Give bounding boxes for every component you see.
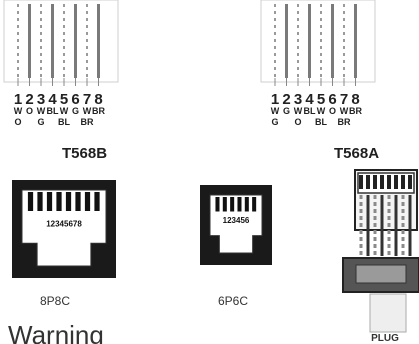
jack-contact (230, 197, 235, 212)
plug-label: PLUG (371, 333, 399, 344)
pin-color-code: G (37, 117, 44, 127)
pin-color-code: W (14, 106, 23, 116)
standard-label: T568B (62, 145, 107, 162)
pin-color-code: O (294, 117, 301, 127)
jack-contact (27, 192, 34, 211)
pin-color-code: BL (315, 117, 327, 127)
jack-contact (37, 192, 43, 211)
jack-contact (75, 192, 81, 211)
plug-contact (366, 175, 370, 189)
pin-color-code: BL (47, 106, 59, 116)
connector-label: 6P6C (218, 294, 248, 308)
pin-number: 3 (37, 91, 45, 108)
jack-contact (56, 192, 62, 211)
pin-color-code: G (72, 106, 79, 116)
plug-contact (408, 175, 412, 189)
plug-contact (359, 175, 363, 189)
wire-box (260, 0, 376, 83)
pin-color-code: O (26, 106, 33, 116)
pin-color-code: O (329, 106, 336, 116)
pin-color-code: W (294, 106, 303, 116)
jack-8p8c: 12345678 8P8C (12, 180, 116, 308)
pin-color-code: O (14, 117, 21, 127)
plug-contact (380, 175, 384, 189)
pin-color-code: BR (81, 117, 94, 127)
pin-number: 1 (14, 91, 22, 108)
standard-label: T568A (334, 145, 379, 162)
pin-color-code: W (83, 106, 92, 116)
jack-pin-numbers: 12345678 (46, 219, 82, 228)
plug-illustration: PLUG (342, 169, 419, 344)
plug-contact (401, 175, 405, 189)
jack-6p6c: 123456 6P6C (200, 185, 272, 308)
pin-color-code: BR (92, 106, 105, 116)
jack-contact (215, 197, 220, 212)
pin-number: 7 (340, 91, 348, 108)
plug-contact (387, 175, 391, 189)
jack-pin-numbers: 123456 (223, 216, 250, 225)
pin-color-code: BL (58, 117, 70, 127)
pin-number: 4 (305, 91, 314, 108)
jack-contact (46, 192, 53, 211)
jack-contact (244, 197, 249, 212)
jack-contact (237, 197, 242, 212)
pin-color-code: BR (338, 117, 351, 127)
pin-number: 5 (60, 91, 68, 108)
pin-color-code: G (283, 106, 290, 116)
pin-color-code: W (317, 106, 326, 116)
jack-contact (252, 197, 257, 212)
pin-number: 2 (25, 91, 33, 108)
pin-color-code: W (60, 106, 69, 116)
jack-contact (222, 197, 227, 212)
pin-number: 3 (294, 91, 302, 108)
pin-number: 8 (351, 91, 359, 108)
pin-color-code: W (271, 106, 280, 116)
pin-color-code: W (37, 106, 46, 116)
pin-number: 6 (71, 91, 79, 108)
pin-color-code: G (271, 117, 278, 127)
pin-color-code: BL (304, 106, 316, 116)
pin-number: 7 (83, 91, 91, 108)
jack-contact (94, 192, 100, 211)
plug-contact (373, 175, 377, 189)
pin-number: 8 (94, 91, 102, 108)
connector-label: 8P8C (40, 294, 70, 308)
pin-number: 6 (328, 91, 336, 108)
pin-number: 4 (48, 91, 57, 108)
pin-color-code: BR (349, 106, 362, 116)
pin-number: 5 (317, 91, 325, 108)
jack-contact (65, 192, 72, 211)
pin-color-code: W (340, 106, 349, 116)
wire-box (3, 0, 119, 83)
pin-number: 2 (282, 91, 290, 108)
plug-contact (394, 175, 398, 189)
pin-number: 1 (271, 91, 279, 108)
jack-contact (84, 192, 91, 211)
warning-heading: Warning (8, 320, 104, 344)
